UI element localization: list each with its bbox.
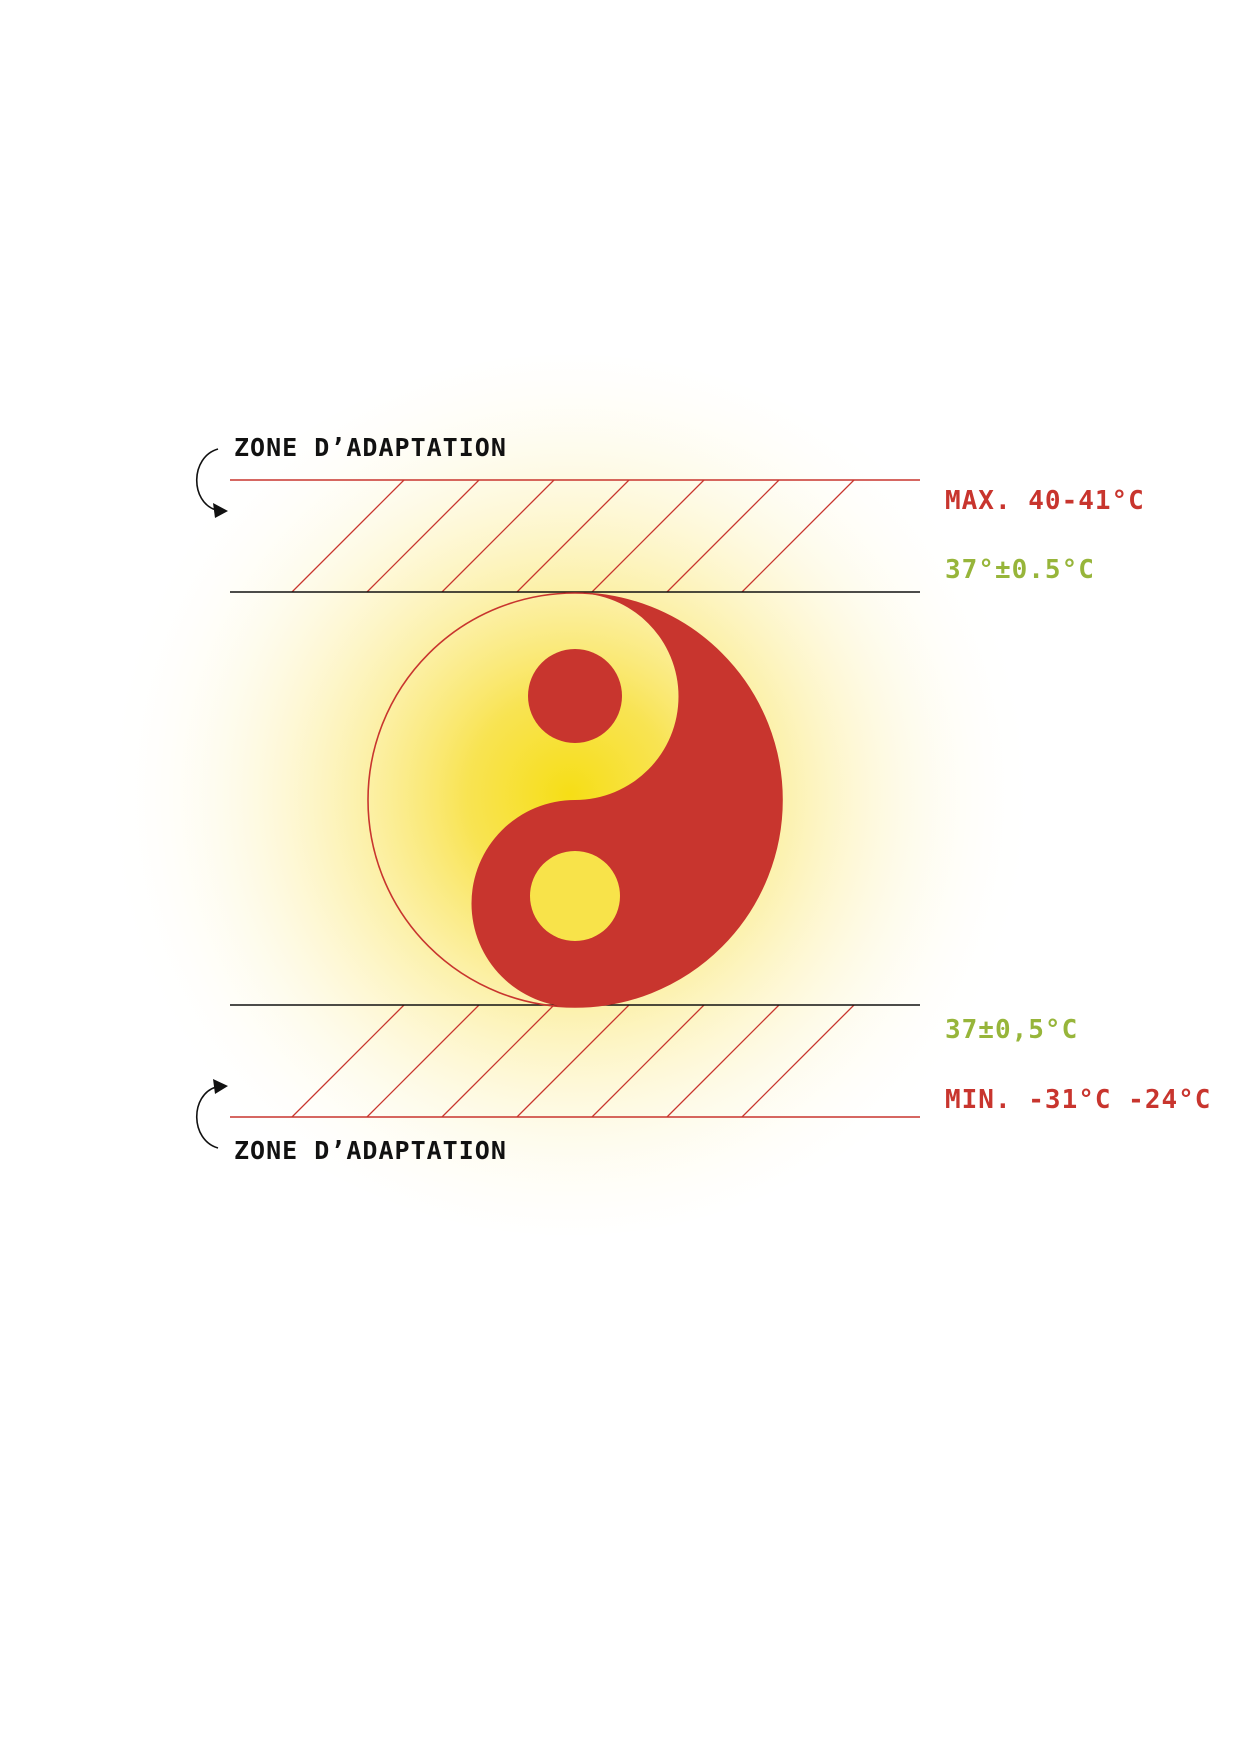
bottom-zone-label: ZONE D’ADAPTATION bbox=[234, 1136, 507, 1165]
yin-yang-red-dot bbox=[528, 649, 622, 743]
upper-normal-temperature-label: 37°±0.5°C bbox=[945, 555, 1095, 585]
top-zone-label: ZONE D’ADAPTATION bbox=[234, 433, 507, 462]
max-temperature-label: MAX. 40-41°C bbox=[945, 486, 1145, 516]
yin-yang-yellow-dot bbox=[530, 851, 620, 941]
top-hatching bbox=[291, 480, 855, 592]
lower-normal-temperature-label: 37±0,5°C bbox=[945, 1015, 1078, 1045]
min-temperature-label: MIN. -31°C -24°C bbox=[945, 1085, 1211, 1115]
yin-yang-icon bbox=[367, 592, 783, 1008]
yellow-glow bbox=[100, 355, 1040, 1235]
top-zone-arrow-icon bbox=[196, 448, 228, 518]
bottom-zone-arrow-icon bbox=[196, 1079, 228, 1149]
bottom-hatching bbox=[291, 1005, 855, 1117]
top-adaptation-band bbox=[230, 479, 920, 593]
